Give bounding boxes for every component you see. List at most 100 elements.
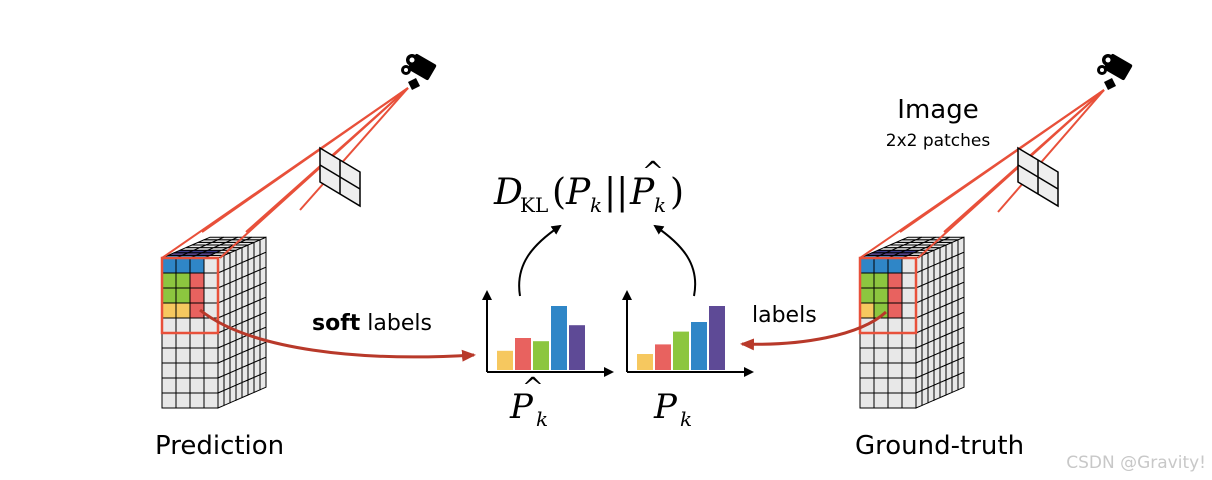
cube-side-cell [229,384,237,404]
cube-colored-cell [161,272,177,289]
cube-front-cell [161,377,177,394]
cube-front-cell [887,377,903,394]
cube-colored-cell [901,302,917,319]
cube-front-cell [161,392,177,409]
cube-colored-cell [161,302,177,319]
p-letter: P [653,387,678,427]
p-hat-subscript: k [536,407,548,431]
cube-side-cell [259,371,267,391]
arrow-to-formula-left [518,224,562,297]
cube-patch-outline [858,256,918,335]
labels-arrow [740,310,888,351]
cube-front-cell [175,362,191,379]
cube-colored-cell [901,272,917,289]
hist-left-bar-5 [569,325,585,370]
cube-front-cell [189,317,205,334]
cube-front-cell [203,332,219,349]
cube-side-cell [253,374,261,394]
cube-front-cell [189,332,205,349]
cube-front-cell [901,347,917,364]
ground-truth-projection-lines [859,89,1105,259]
cube-colored-cell [887,302,903,319]
cube-colored-cell [887,287,903,304]
cube-colored-cell [859,287,875,304]
cube-colored-cell [189,287,205,304]
cube-front-cell [189,392,205,409]
cube-front-cell [189,347,205,364]
formula-p-hat-subscript: k [654,193,666,217]
cube-colored-cell [901,257,917,274]
cube-colored-cell [859,257,875,274]
cube-front-cell [887,392,903,409]
cube-front-cell [203,362,219,379]
cube-front-cell [859,377,875,394]
cube-colored-cell [859,272,875,289]
prediction-label: Prediction [155,431,284,461]
ground-truth-camera-icon [1097,53,1133,90]
ground-truth-label: Ground-truth [855,431,1024,461]
cube-front-cell [873,377,889,394]
cube-front-cell [175,377,191,394]
formula-p-subscript: k [590,193,602,217]
cube-front-cell [161,362,177,379]
cube-colored-cell [873,257,889,274]
soft-labels-text: soft labels [312,311,432,336]
hist-left-bar-2 [515,338,531,370]
cube-front-cell [859,347,875,364]
hist-left-bar-1 [497,350,513,370]
cube-side-cell [235,381,243,401]
formula-p-hat: P [629,172,655,213]
cube-front-cell [161,317,177,334]
hist-right-bar-3 [673,331,689,370]
cube-front-cell [873,392,889,409]
cube-colored-cell [203,287,219,304]
cube-front-cell [161,332,177,349]
cube-colored-cell [873,287,889,304]
hist-right-bar-1 [637,354,653,370]
cube-colored-cell [203,257,219,274]
cube-front-cell [189,377,205,394]
cube-side-cell [927,384,935,404]
cube-front-cell [887,317,903,334]
cube-front-cell [203,347,219,364]
cube-front-cell [887,347,903,364]
p-label: P k [653,387,692,431]
cube-front-cell [161,347,177,364]
hist-right-bar-5 [709,306,725,370]
soft-labels-arrow [199,308,476,362]
cube-top-cell [245,236,267,241]
formula-hat: ^ [642,157,664,187]
hist-right-bar-4 [691,322,707,370]
watermark: CSDN @Gravity! [1066,453,1206,473]
cube-colored-cell [873,272,889,289]
cube-colored-cell [161,287,177,304]
cube-top-cell [943,236,965,241]
image-label: Image [897,95,978,125]
patches-label: 2x2 patches [886,131,991,151]
cube-colored-cell [887,257,903,274]
cube-colored-cell [887,272,903,289]
cube-side-cell [933,381,941,401]
cube-front-cell [189,362,205,379]
cube-colored-cell [175,272,191,289]
cube-side-cell [951,374,959,394]
arrow-to-formula-right [653,224,697,297]
formula-bars: || [604,172,628,213]
formula-kl: KL [520,193,548,217]
prediction-camera-icon [401,53,437,90]
cube-front-cell [175,332,191,349]
ground-truth-cube [858,236,965,409]
cube-front-cell [901,317,917,334]
formula-close-paren: ) [670,172,684,213]
cube-colored-cell [175,302,191,319]
label-histogram [622,290,754,377]
p-hat-letter: P [509,387,534,427]
cube-front-cell [887,362,903,379]
prediction-image-patch [319,146,361,208]
cube-colored-cell [189,257,205,274]
cube-side-cell [915,389,923,409]
labels-text: labels [752,303,817,328]
cube-front-cell [873,347,889,364]
cube-colored-cell [175,257,191,274]
